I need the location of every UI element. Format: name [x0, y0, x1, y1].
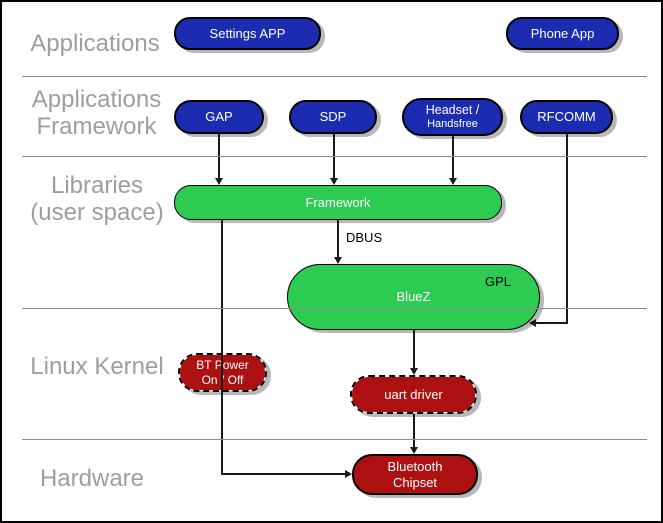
edge-rfcomm-bluez-horizontal: [536, 322, 567, 324]
node-framework: Framework: [174, 185, 502, 220]
divider-applications: [22, 76, 647, 77]
edge-bluez-uart: [413, 330, 415, 368]
edge-rfcomm-bluez-vertical: [566, 134, 568, 324]
node-bluez-label: BlueZ: [396, 289, 431, 305]
node-rfcomm-label: RFCOMM: [537, 109, 596, 125]
node-chipset-label-line1: Bluetooth: [387, 458, 443, 474]
node-bluez: GPL BlueZ: [287, 264, 540, 330]
edge-uart-chipset: [413, 414, 415, 447]
arrowhead-rfcomm-bluez: [529, 319, 536, 327]
layer-label-hardware: Hardware: [39, 465, 145, 492]
divider-linux-kernel: [22, 439, 647, 440]
arrowhead-framework-bluez: [334, 257, 342, 264]
arrowhead-sdp-framework: [330, 178, 338, 185]
divider-libraries: [22, 308, 647, 309]
node-headset-label-line1: Headset /: [425, 103, 480, 118]
arrowhead-framework-chipset: [345, 470, 352, 478]
node-chipset-label-line2: Chipset: [392, 474, 438, 490]
node-rfcomm: RFCOMM: [520, 100, 613, 134]
layer-label-applications: Applications: [30, 30, 160, 57]
arrowhead-headset-framework: [449, 178, 457, 185]
arrowhead-bluez-uart: [410, 368, 418, 375]
node-gap: GAP: [174, 100, 264, 134]
layer-label-applications-framework: Applications Framework: [31, 86, 162, 141]
dbus-edge-label: DBUS: [346, 230, 383, 245]
node-phone-app-label: Phone App: [530, 25, 595, 41]
node-headset-label-line2: Handsfree: [427, 117, 478, 130]
arrowhead-uart-chipset: [410, 447, 418, 454]
layer-label-libraries-user-space: Libraries (user space): [30, 172, 164, 227]
edge-framework-bluez: [337, 220, 339, 257]
node-sdp: SDP: [289, 100, 377, 134]
node-phone-app: Phone App: [506, 17, 619, 50]
edge-framework-chipset-vertical: [221, 220, 223, 474]
divider-applications-framework: [22, 156, 647, 157]
node-gap-label: GAP: [205, 109, 233, 125]
node-settings-app-label: Settings APP: [209, 25, 286, 41]
node-framework-label: Framework: [305, 194, 371, 210]
gpl-badge: GPL: [484, 274, 511, 289]
edge-headset-framework: [452, 136, 454, 178]
node-headset-handsfree: Headset / Handsfree: [402, 98, 503, 136]
node-uart-driver: uart driver: [350, 375, 477, 414]
node-uart-driver-label: uart driver: [384, 386, 443, 402]
edge-framework-chipset-horizontal: [221, 473, 346, 475]
arrowhead-gap-framework: [215, 178, 223, 185]
node-bluetooth-chipset: Bluetooth Chipset: [352, 454, 478, 495]
layer-label-linux-kernel: Linux Kernel: [30, 353, 164, 380]
node-settings-app: Settings APP: [174, 17, 321, 50]
node-sdp-label: SDP: [319, 109, 347, 125]
